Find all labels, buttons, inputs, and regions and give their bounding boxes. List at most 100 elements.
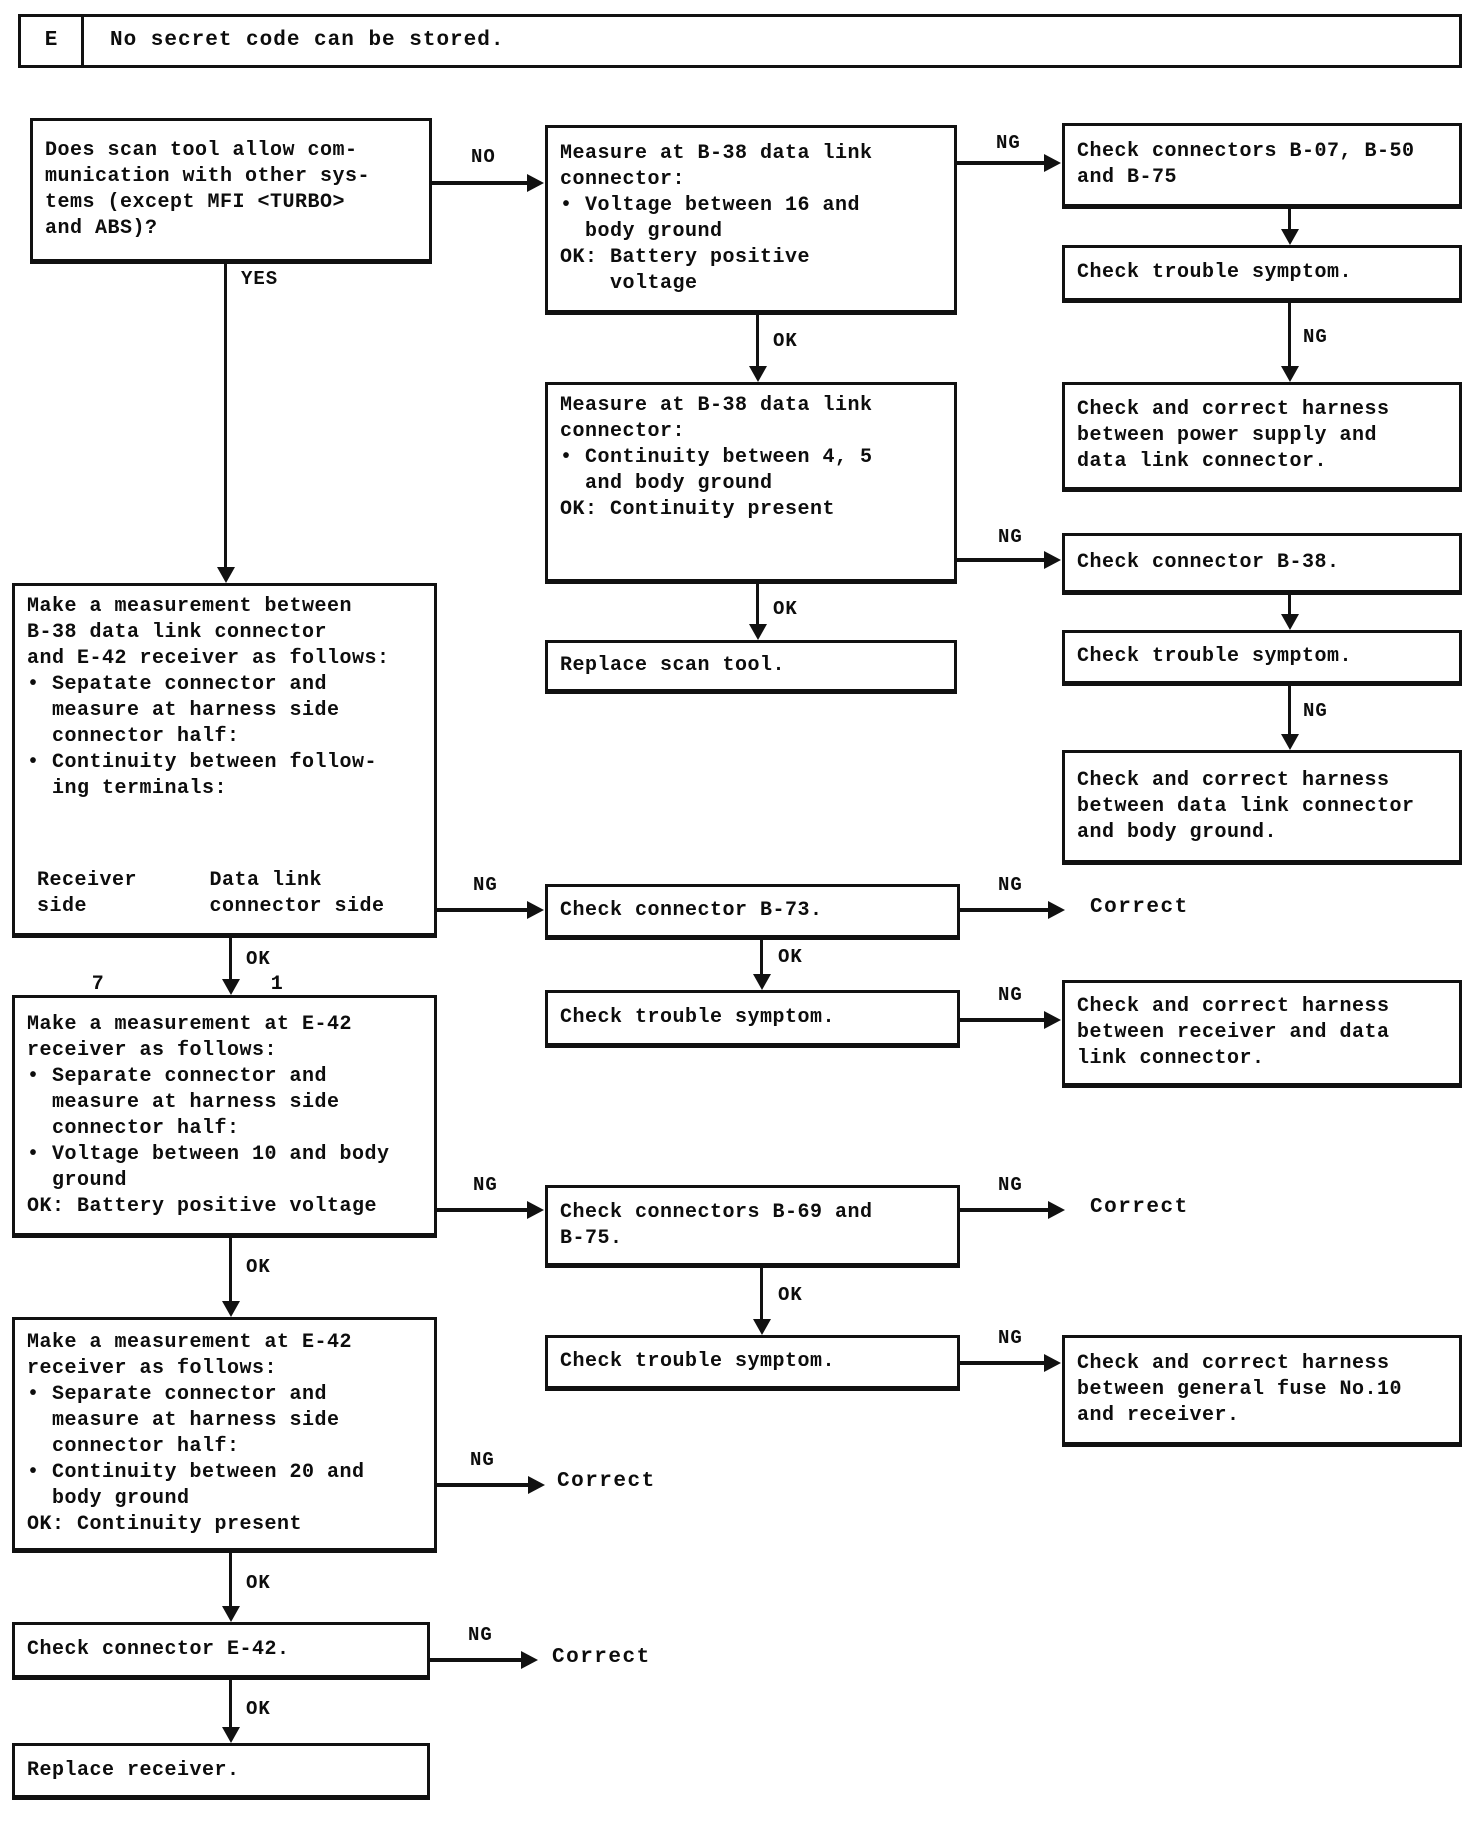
edge-label-ok-3: OK (243, 948, 274, 970)
connector-ok-line-6 (760, 1268, 763, 1319)
edge-label-ok-7: OK (243, 1572, 274, 1594)
arrowhead-down-icon (1281, 734, 1299, 750)
connector-ng-line-10 (430, 1658, 523, 1662)
node-harness-body-ground: Check and correct harness between data l… (1062, 750, 1462, 865)
connector-ok-line-4 (760, 940, 763, 974)
arrowhead-down-icon (749, 366, 767, 382)
node-check-connector-e42: Check connector E-42. (12, 1622, 430, 1680)
node-harness-power-supply: Check and correct harness between power … (1062, 382, 1462, 492)
terminal-correct-1: Correct (1090, 896, 1189, 919)
edge-label-ng-6: NG (995, 874, 1026, 896)
arrowhead-right-icon (521, 1651, 538, 1669)
node-check-trouble-symptom-3: Check trouble symptom. (545, 990, 960, 1048)
arrowhead-right-icon (1044, 1011, 1061, 1029)
arrowhead-down-icon (222, 1727, 240, 1743)
edge-label-no: NO (468, 146, 499, 168)
edge-label-ng-5: NG (470, 874, 501, 896)
node-harness-receiver-datalink: Check and correct harness between receiv… (1062, 980, 1462, 1088)
arrowhead-right-icon (527, 1201, 544, 1219)
edge-label-ng-10: NG (995, 1327, 1026, 1349)
connector-no-line (432, 181, 530, 185)
header-bar: E No secret code can be stored. (18, 14, 1462, 68)
connector-ok-line-2 (756, 584, 759, 624)
terminal-table-left-col: Receiver side 7 (37, 816, 187, 1050)
node-measure-e42-voltage: Make a measurement at E-42 receiver as f… (12, 995, 437, 1238)
arrowhead-down-icon (753, 974, 771, 990)
edge-label-ng-3: NG (995, 526, 1026, 548)
node-measure-between-b38-e42: Make a measurement between B-38 data lin… (12, 583, 437, 1048)
arrowhead-down-icon (1281, 366, 1299, 382)
arrowhead-right-icon (528, 1476, 545, 1494)
edge-label-ok-1: OK (770, 330, 801, 352)
connector-ok-line-8 (229, 1680, 232, 1727)
connector-ng-line-3 (437, 908, 529, 912)
connector-ng-line-1 (957, 161, 1045, 165)
node-replace-scan-tool: Replace scan tool. (545, 640, 957, 694)
connector-ng-line-r5-r6 (1288, 686, 1291, 734)
header-code-cell: E (21, 17, 84, 65)
connector-ok-line-5 (229, 1238, 232, 1301)
edge-label-ok-6: OK (775, 1284, 806, 1306)
connector-ok-line-3 (229, 938, 232, 979)
connector-ng-line-7 (960, 1208, 1050, 1212)
node-check-trouble-symptom-1: Check trouble symptom. (1062, 245, 1462, 303)
terminal-table-right-header: Data link connector side (209, 869, 385, 918)
arrowhead-down-icon (222, 1301, 240, 1317)
arrowhead-right-icon (1044, 154, 1061, 172)
edge-label-ng-1: NG (993, 132, 1024, 154)
terminal-table-left-header: Receiver side (37, 869, 138, 918)
edge-label-ok-5: OK (243, 1256, 274, 1278)
edge-label-ng-8: NG (470, 1174, 501, 1196)
node-question-scan-tool: Does scan tool allow com- munication wit… (30, 118, 432, 264)
node-harness-fuse-receiver: Check and correct harness between genera… (1062, 1335, 1462, 1447)
edge-label-ok-8: OK (243, 1698, 274, 1720)
terminal-correct-4: Correct (552, 1646, 651, 1669)
edge-label-ng-2: NG (1300, 326, 1331, 348)
node-check-trouble-symptom-2: Check trouble symptom. (1062, 630, 1462, 686)
terminal-correct-2: Correct (1090, 1196, 1189, 1219)
connector-line-r4-r5 (1288, 595, 1291, 614)
connector-ng-line-6 (437, 1208, 529, 1212)
connector-ng-line-9 (437, 1483, 530, 1487)
node-replace-receiver: Replace receiver. (12, 1743, 430, 1800)
node-measure-e42-continuity: Make a measurement at E-42 receiver as f… (12, 1317, 437, 1553)
connector-line-r1-r2 (1288, 209, 1291, 231)
terminal-table-right-value: 1 (270, 973, 284, 996)
edge-label-ng-4: NG (1300, 700, 1331, 722)
arrowhead-down-icon (222, 1606, 240, 1622)
arrowhead-down-icon (1281, 614, 1299, 630)
edge-label-ng-7: NG (995, 984, 1026, 1006)
edge-label-ng-9: NG (995, 1174, 1026, 1196)
connector-ng-line-8 (960, 1361, 1046, 1365)
arrowhead-right-icon (1048, 1201, 1065, 1219)
node-measure-between-text: Make a measurement between B-38 data lin… (27, 595, 390, 800)
arrowhead-down-icon (749, 624, 767, 640)
arrowhead-down-icon (217, 567, 235, 583)
connector-yes-line (224, 262, 227, 570)
arrowhead-right-icon (1044, 1354, 1061, 1372)
node-measure-b38-voltage: Measure at B-38 data link connector: • V… (545, 125, 957, 315)
arrowhead-down-icon (222, 979, 240, 995)
node-measure-b38-continuity: Measure at B-38 data link connector: • C… (545, 382, 957, 584)
arrowhead-right-icon (1044, 551, 1061, 569)
connector-ng-line-2 (957, 558, 1045, 562)
arrowhead-right-icon (1048, 901, 1065, 919)
arrowhead-right-icon (527, 901, 544, 919)
edge-label-ok-4: OK (775, 946, 806, 968)
node-check-connectors-b07-b50-b75: Check connectors B-07, B-50 and B-75 (1062, 123, 1462, 209)
connector-ng-line-r2-r3 (1288, 303, 1291, 366)
node-check-trouble-symptom-4: Check trouble symptom. (545, 1335, 960, 1391)
edge-label-ok-2: OK (770, 598, 801, 620)
edge-label-ng-12: NG (465, 1624, 496, 1646)
terminal-correct-3: Correct (557, 1470, 656, 1493)
arrowhead-down-icon (753, 1319, 771, 1335)
node-check-connector-b73: Check connector B-73. (545, 884, 960, 940)
edge-label-yes: YES (238, 268, 282, 290)
header-title: No secret code can be stored. (110, 29, 505, 52)
connector-ok-line-1 (756, 315, 759, 368)
connector-ng-line-5 (960, 1018, 1046, 1022)
arrowhead-down-icon (1281, 229, 1299, 245)
terminal-table-left-value: 7 (91, 973, 105, 996)
terminal-table-right-col: Data link connector side 1 (210, 816, 385, 1050)
